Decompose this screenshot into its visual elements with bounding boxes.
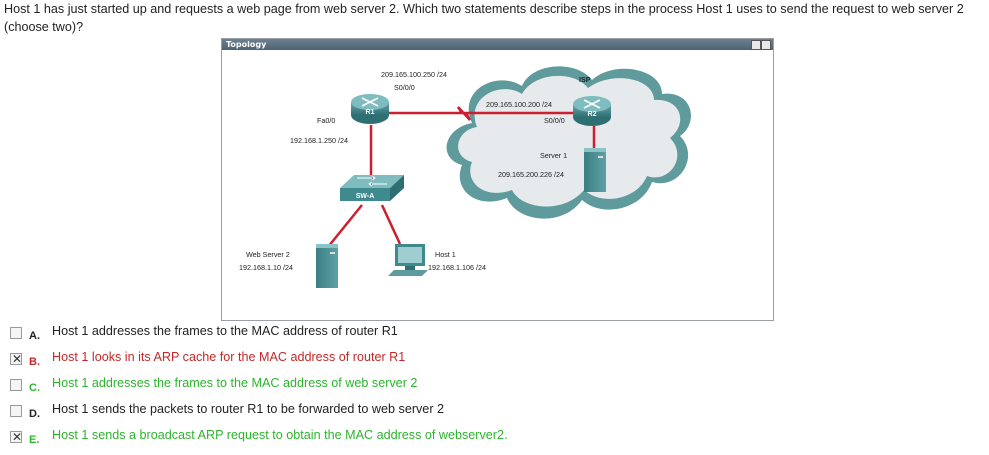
option-e-checkbox[interactable]: ✕: [10, 430, 23, 444]
r1-label: R1: [366, 109, 375, 116]
server1-name: Server 1: [540, 151, 567, 160]
r1-fa-ip: 192.168.1.250 /24: [290, 136, 348, 145]
r1-s0-if: S0/0/0: [394, 83, 415, 92]
option-a-letter: A.: [29, 330, 41, 342]
sw-host-link: [380, 204, 402, 245]
option-e-letter: E.: [29, 434, 40, 446]
r2-s0-ip: 209.165.100.200 /24: [486, 100, 552, 109]
option-b[interactable]: ✕ B. Host 1 looks in its ARP cache for t…: [10, 349, 710, 369]
option-d-checkbox[interactable]: [10, 405, 22, 417]
topology-title: Topology: [226, 40, 267, 49]
option-e-check-icon: ✕: [11, 430, 23, 444]
serial-link: [384, 106, 588, 121]
option-d[interactable]: D. Host 1 sends the packets to router R1…: [10, 401, 710, 421]
links: [327, 106, 596, 248]
isp-cloud: [446, 66, 692, 219]
topology-diagram: R1 R2 SW-A: [222, 50, 773, 320]
option-a-text: Host 1 addresses the frames to the MAC a…: [52, 324, 398, 338]
option-c[interactable]: C. Host 1 addresses the frames to the MA…: [10, 375, 710, 395]
option-e[interactable]: ✕ E. Host 1 sends a broadcast ARP reques…: [10, 427, 710, 447]
webserver2-ip: 192.168.1.10 /24: [239, 263, 293, 272]
minimize-icon[interactable]: [751, 40, 761, 50]
option-d-text: Host 1 sends the packets to router R1 to…: [52, 402, 445, 416]
topology-titlebar: Topology: [222, 39, 773, 50]
option-c-text: Host 1 addresses the frames to the MAC a…: [52, 376, 418, 390]
router-r2-icon[interactable]: R2: [573, 96, 611, 126]
router-r1-icon[interactable]: R1: [351, 94, 389, 124]
option-d-letter: D.: [29, 408, 41, 420]
r2-s0-if: S0/0/0: [544, 116, 565, 125]
option-a-checkbox[interactable]: [10, 327, 22, 339]
host1-computer-icon[interactable]: [388, 244, 428, 276]
r1-s0-ip: 209.165.100.250 /24: [381, 70, 447, 79]
host1-name: Host 1: [435, 250, 456, 259]
host1-ip: 192.168.1.106 /24: [428, 263, 486, 272]
maximize-icon[interactable]: [761, 40, 771, 50]
r2-label: R2: [588, 111, 597, 118]
option-c-letter: C.: [29, 382, 41, 394]
sw-webserver-link: [327, 204, 363, 248]
option-e-text: Host 1 sends a broadcast ARP request to …: [52, 428, 508, 442]
question-text: Host 1 has just started up and requests …: [4, 2, 964, 34]
option-b-letter: B.: [29, 356, 41, 368]
switch-sw-a-icon[interactable]: SW-A: [340, 175, 404, 201]
server1-ip: 209.165.200.226 /24: [498, 170, 564, 179]
server1-icon[interactable]: [584, 148, 606, 192]
r1-fa-if: Fa0/0: [317, 116, 335, 125]
sw-label: SW-A: [356, 193, 375, 200]
webserver2-icon[interactable]: [316, 244, 338, 288]
webserver2-name: Web Server 2: [246, 250, 290, 259]
option-b-check-icon: ✕: [11, 352, 23, 366]
option-b-text: Host 1 looks in its ARP cache for the MA…: [52, 350, 406, 364]
option-a[interactable]: A. Host 1 addresses the frames to the MA…: [10, 323, 710, 343]
option-c-checkbox[interactable]: [10, 379, 22, 391]
topology-window: Topology: [221, 38, 774, 321]
isp-label: ISP: [579, 75, 591, 84]
option-b-checkbox[interactable]: ✕: [10, 352, 23, 366]
